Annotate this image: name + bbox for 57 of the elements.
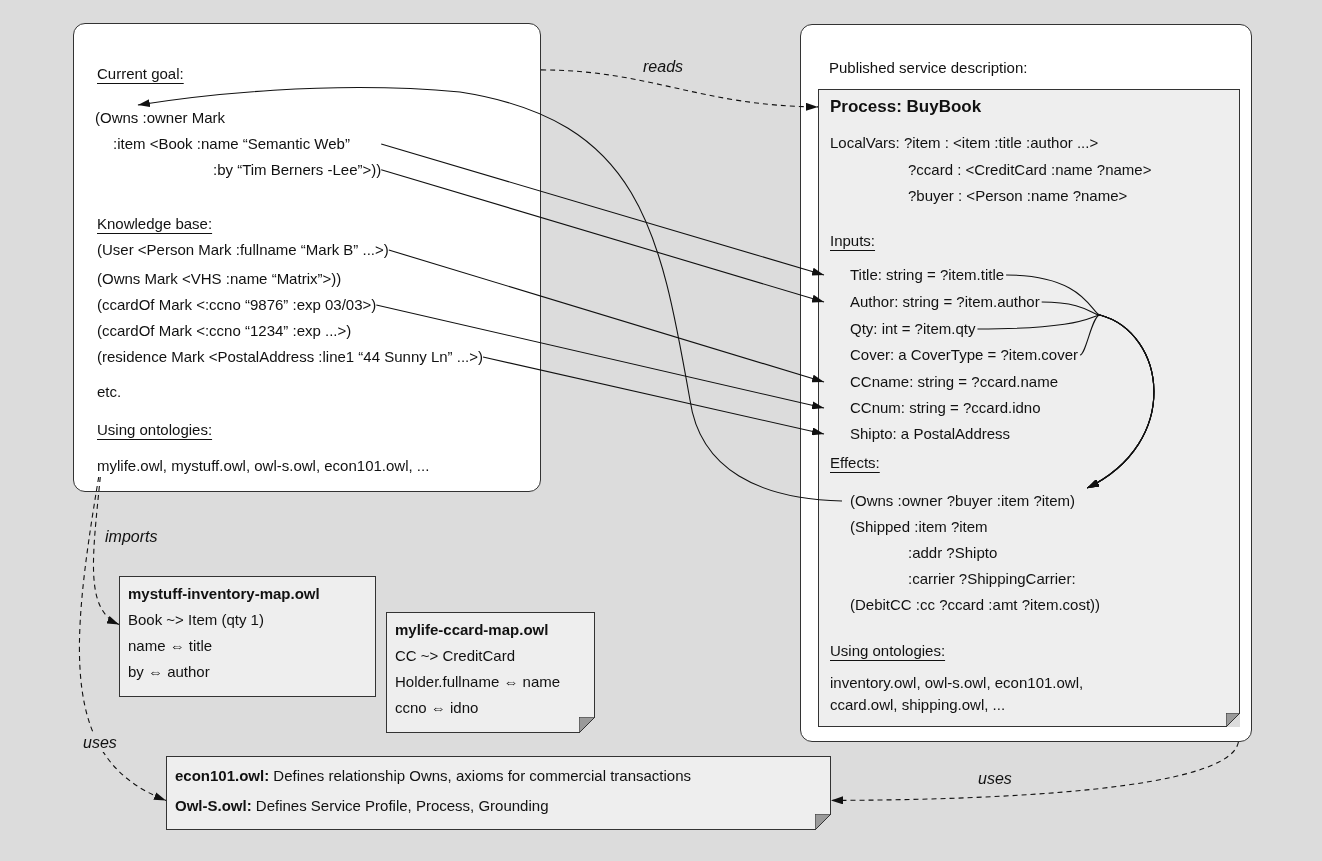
ontology-note	[166, 756, 831, 830]
ontology-list: mylife.owl, mystuff.owl, owl-s.owl, econ101.owl, ...	[97, 455, 430, 477]
note-line: CC ~> CreditCard	[395, 646, 516, 666]
section-heading: Using ontologies:	[97, 420, 213, 440]
code-line: (ccardOf Mark <:ccno “9876” :exp 03/03>)	[97, 294, 377, 316]
effects-expression: (Owns :owner ?buyer :item ?item) (Shipped :item ?item :addr ?Shipto :carrier ?ShippingCarrier: (DebitCC :cc ?ccard :amt ?item.cost))	[842, 488, 1101, 618]
note-line: Holder.fullname ⇔ name	[395, 672, 561, 692]
note-line: name ⇔ title	[128, 636, 213, 656]
code-line: (User <Person Mark :fullname “Mark B” ...>)	[97, 239, 389, 261]
ontology-note	[386, 612, 595, 733]
arrow	[137, 87, 843, 502]
input-line: Author: string = ?item.author	[824, 291, 1040, 313]
code-line: ?buyer : <Person :name ?name>	[908, 186, 1128, 206]
ontology-list: inventory.owl, owl-s.owl, econ101.owl, ccard.owl, shipping.owl, ...	[830, 672, 1130, 716]
dashed-arrow	[830, 741, 1239, 805]
dashed-arrow	[540, 69, 819, 111]
ontology-note	[119, 576, 376, 697]
process-card	[818, 89, 1240, 727]
note-line: ccno ⇔ idno	[395, 698, 479, 718]
section-heading: Knowledge base:	[97, 214, 213, 234]
input-line: Shipto: a PostalAddress	[824, 423, 1011, 445]
note-line: Book ~> Item (qty 1)	[128, 610, 264, 630]
goal-expression: (Owns :owner Mark :item <Book :name “Semantic Web” :by “Tim Berners -Lee”>))	[95, 105, 382, 183]
code-line: ?ccard : <CreditCard :name ?name>	[908, 160, 1152, 180]
dashed-arrow	[79, 476, 167, 801]
section-heading: Published service description:	[829, 58, 1028, 78]
code-line: LocalVars: ?item : <item :title :author ...>	[830, 133, 1099, 153]
input-line: Cover: a CoverType = ?item.cover	[824, 344, 1078, 366]
input-line: CCname: string = ?ccard.name	[824, 371, 1058, 393]
section-heading: Effects:	[830, 453, 880, 473]
input-line: Title: string = ?item.title	[824, 264, 1005, 286]
input-line: Qty: int = ?item.qty	[824, 318, 976, 340]
arrow	[482, 356, 825, 436]
arrow	[380, 143, 825, 276]
arrow	[375, 304, 825, 410]
section-heading: Using ontologies:	[830, 641, 946, 661]
note-line: by ⇔ author	[128, 662, 210, 682]
code-line: (ccardOf Mark <:ccno “1234” :exp ...>)	[97, 320, 352, 342]
note-title: mystuff-inventory-map.owl	[128, 584, 320, 604]
code-line: (residence Mark <PostalAddress :line1 “44 Sunny Ln” ...>)	[97, 346, 484, 368]
note-line: econ101.owl: Defines relationship Owns, axioms for commercial transactions	[175, 766, 692, 786]
code-line: etc.	[97, 382, 122, 402]
arrow	[380, 169, 825, 303]
section-heading: Current goal:	[97, 64, 184, 84]
arrow	[388, 249, 825, 383]
section-heading: Inputs:	[830, 231, 876, 251]
code-line: (Owns Mark <VHS :name “Matrix”>))	[97, 268, 342, 290]
note-title: mylife-ccard-map.owl	[395, 620, 549, 640]
edge-label: uses	[80, 734, 120, 752]
agent-panel	[73, 23, 541, 492]
input-line: CCnum: string = ?ccard.idno	[824, 397, 1041, 419]
arrow	[1079, 314, 1155, 489]
service-panel	[800, 24, 1252, 742]
edge-label: imports	[102, 528, 161, 546]
note-line: Owl-S.owl: Defines Service Profile, Process, Grounding	[175, 796, 549, 816]
dashed-arrow	[92, 476, 120, 625]
process-title: Process: BuyBook	[830, 96, 982, 118]
